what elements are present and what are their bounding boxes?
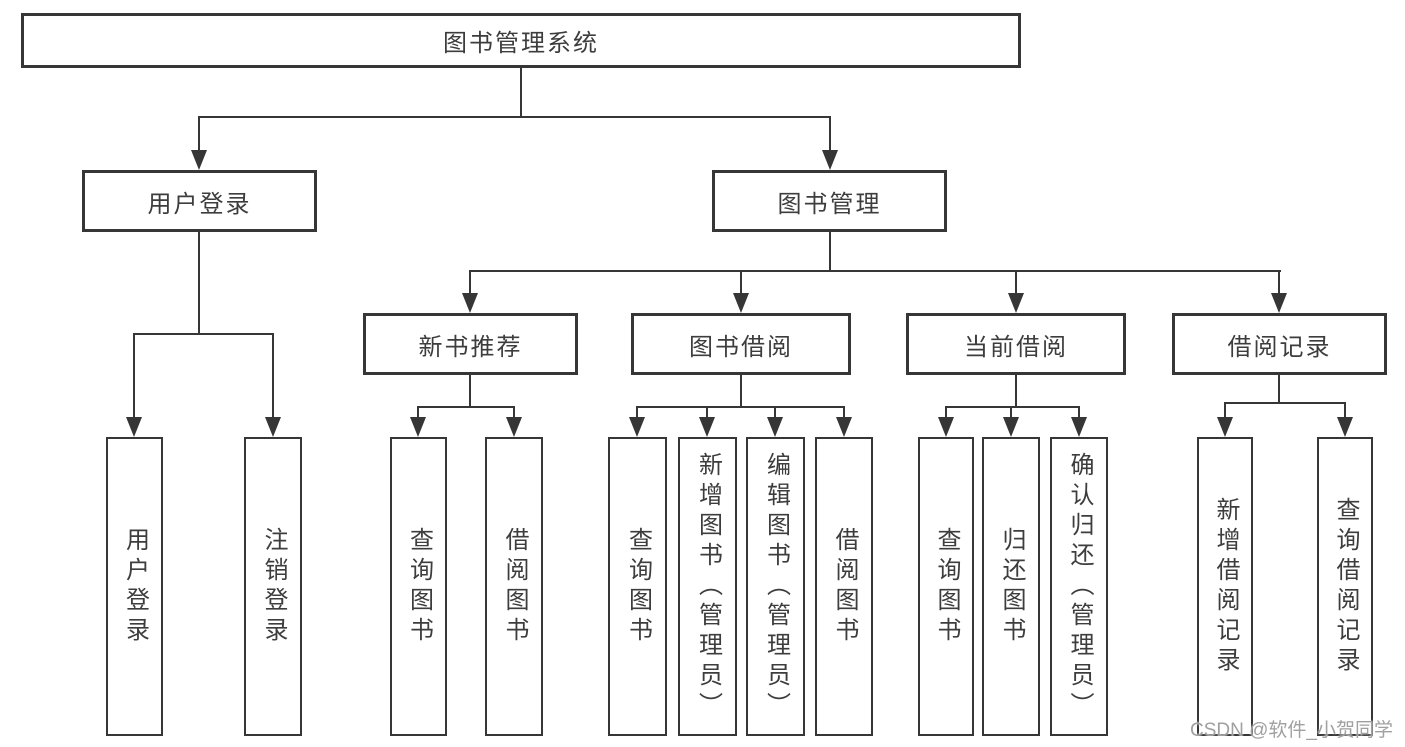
arrowhead-icon: [822, 150, 838, 170]
node-logout: 注销登录: [244, 437, 302, 736]
edge-rail: [1224, 402, 1346, 404]
node-return-book: 归还图书: [982, 437, 1040, 736]
node-label: 借阅图书: [501, 526, 528, 647]
arrowhead-icon: [767, 417, 783, 437]
csdn-watermark: CSDN @软件_小贺同学: [1190, 720, 1393, 741]
edge-drop: [1278, 270, 1280, 295]
node-label: 新增图书（管理员）: [694, 451, 722, 722]
arrowhead-icon: [462, 293, 478, 313]
node-label: 新书推荐: [418, 333, 523, 361]
node-new-book-recommend: 新书推荐: [363, 313, 578, 375]
node-label: 图书管理: [777, 190, 882, 218]
edge-level3-rail: [469, 270, 1281, 272]
edge-drop: [272, 333, 274, 417]
edge-drop: [1010, 406, 1012, 419]
edge-book-management-drop: [829, 116, 831, 152]
edge-stem: [829, 232, 831, 271]
node-add-borrow-record: 新增借阅记录: [1197, 437, 1253, 736]
node-label: 归还图书: [998, 526, 1025, 647]
arrowhead-icon: [506, 417, 522, 437]
edge-drop: [740, 270, 742, 295]
arrowhead-icon: [265, 417, 281, 437]
edge-stem: [1015, 375, 1017, 407]
node-add-book-admin: 新增图书（管理员）: [678, 437, 737, 736]
edge-user-login-drop: [198, 116, 200, 152]
node-label: 新增借阅记录: [1212, 496, 1239, 677]
node-confirm-return-admin: 确认归还（管理员）: [1050, 437, 1108, 736]
node-label: 查询图书: [933, 526, 960, 647]
node-current-borrow: 当前借阅: [906, 313, 1126, 375]
node-label: 确认归还（管理员）: [1066, 451, 1093, 722]
edge-drop: [774, 406, 776, 419]
edge-drop: [1224, 402, 1226, 419]
node-edit-book-admin: 编辑图书（管理员）: [746, 437, 805, 736]
edge-rail: [417, 406, 515, 408]
node-book-borrow: 图书借阅: [631, 313, 851, 375]
edge-root-stem: [520, 68, 522, 117]
edge-drop: [1344, 402, 1346, 419]
arrowhead-icon: [733, 293, 749, 313]
arrowhead-icon: [836, 417, 852, 437]
edge-level2-rail: [198, 116, 831, 118]
edge-drop: [417, 406, 419, 419]
node-label: 用户登录: [147, 190, 252, 218]
arrowhead-icon: [1003, 417, 1019, 437]
edge-drop: [469, 270, 471, 295]
edge-stem: [198, 232, 200, 334]
arrowhead-icon: [1008, 293, 1024, 313]
node-user-login: 用户登录: [82, 170, 317, 232]
arrowhead-icon: [1217, 417, 1233, 437]
arrowhead-icon: [1071, 417, 1087, 437]
node-root: 图书管理系统: [21, 13, 1021, 68]
node-label: 图书借阅: [689, 333, 793, 361]
edge-drop: [133, 333, 135, 417]
arrowhead-icon: [126, 417, 142, 437]
node-label: 图书管理系统: [443, 30, 599, 57]
edge-stem: [740, 375, 742, 407]
node-label: 用户登录: [121, 526, 149, 647]
edge-drop: [636, 406, 638, 419]
edge-rail: [636, 406, 845, 408]
arrowhead-icon: [1337, 417, 1353, 437]
node-label: 当前借阅: [964, 333, 1068, 361]
node-label: 查询图书: [624, 526, 652, 647]
edge-drop: [706, 406, 708, 419]
node-label: 注销登录: [260, 526, 287, 647]
edge-stem: [1278, 375, 1280, 403]
node-query-book: 查询图书: [608, 437, 667, 736]
edge-drop: [1078, 406, 1080, 419]
arrowhead-icon: [410, 417, 426, 437]
edge-rail: [945, 406, 1080, 408]
arrowhead-icon: [1271, 293, 1287, 313]
edge-stem: [469, 375, 471, 407]
edge-rail: [133, 333, 274, 335]
arrowhead-icon: [938, 417, 954, 437]
edge-drop: [843, 406, 845, 419]
node-book-management: 图书管理: [712, 170, 947, 232]
arrowhead-icon: [699, 417, 715, 437]
node-query-borrow-record: 查询借阅记录: [1317, 437, 1373, 736]
node-user-login-leaf: 用户登录: [106, 437, 163, 736]
edge-drop: [1015, 270, 1017, 295]
node-query-book: 查询图书: [390, 437, 447, 736]
node-borrow-book: 借阅图书: [485, 437, 543, 736]
node-borrow-book: 借阅图书: [815, 437, 873, 736]
node-label: 借阅图书: [831, 526, 858, 647]
node-label: 查询图书: [405, 526, 433, 647]
edge-drop: [945, 406, 947, 419]
node-label: 查询借阅记录: [1332, 496, 1359, 677]
node-label: 编辑图书（管理员）: [762, 451, 790, 722]
arrowhead-icon: [629, 417, 645, 437]
node-borrow-records: 借阅记录: [1172, 313, 1387, 375]
edge-drop: [513, 406, 515, 419]
node-query-book: 查询图书: [918, 437, 974, 736]
arrowhead-icon: [191, 150, 207, 170]
node-label: 借阅记录: [1227, 333, 1332, 361]
